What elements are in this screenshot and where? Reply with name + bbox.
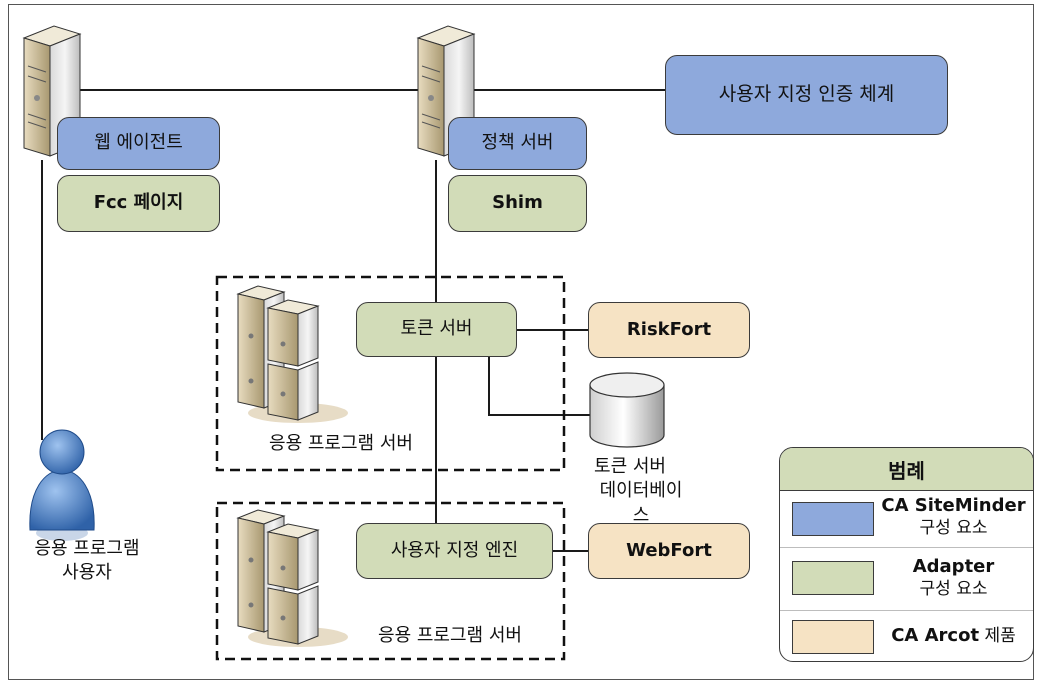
legend-item-siteminder: CA SiteMinder 구성 요소 [780, 490, 1033, 548]
app-user-label: 응용 프로그램 사용자 [12, 537, 162, 586]
legend-text-adapter: Adapter 구성 요소 [880, 555, 1027, 600]
legend-swatch-arcot [792, 620, 874, 654]
server-cluster-icon-2 [236, 509, 348, 647]
app-server-group-1 [215, 275, 566, 472]
legend-name-adapter: Adapter [912, 556, 995, 577]
token-server-box: 토큰 서버 [356, 302, 517, 357]
legend-sub-arcot: 제품 [984, 626, 1016, 646]
app-user-label-line2: 사용자 [62, 562, 112, 584]
app-user-label-line1: 응용 프로그램 [34, 538, 140, 559]
token-db-label: 토큰 서버 데이터베이스 [570, 455, 690, 528]
app-server-group-2 [215, 501, 566, 661]
legend-item-arcot: CA Arcot 제품 [780, 612, 1033, 661]
server-cluster-icon-1 [236, 285, 348, 423]
web-server-icon [22, 25, 82, 157]
fcc-page-box: Fcc 페이지 [57, 175, 220, 232]
legend-text-arcot: CA Arcot 제품 [880, 624, 1027, 647]
legend: 범례 CA SiteMinder 구성 요소 Adapter 구성 요소 CA … [779, 447, 1034, 662]
legend-swatch-adapter [792, 561, 874, 595]
webfort-box: WebFort [588, 523, 750, 579]
custom-engine-box: 사용자 지정 엔진 [356, 523, 553, 579]
token-db-label-line2: 데이터베이스 [599, 480, 683, 526]
legend-item-adapter: Adapter 구성 요소 [780, 549, 1033, 611]
legend-name-arcot: CA Arcot [891, 625, 980, 646]
app-server-label-1: 응용 프로그램 서버 [269, 433, 413, 454]
diagram-frame [8, 4, 1034, 680]
custom-auth-box: 사용자 지정 인증 체계 [665, 55, 948, 135]
legend-sub-siteminder: 구성 요소 [919, 518, 988, 539]
connector-lines [41, 89, 665, 552]
legend-swatch-siteminder [792, 502, 874, 536]
legend-text-siteminder: CA SiteMinder 구성 요소 [880, 494, 1027, 539]
legend-sub-adapter: 구성 요소 [919, 579, 988, 600]
web-agent-box: 웹 에이전트 [57, 117, 220, 170]
app-server-label-2: 응용 프로그램 서버 [378, 625, 522, 646]
shim-box: Shim [448, 175, 587, 232]
riskfort-box: RiskFort [588, 302, 750, 358]
legend-title: 범례 [780, 448, 1033, 491]
token-db-label-line1: 토큰 서버 [594, 456, 666, 477]
user-icon [29, 429, 95, 541]
database-icon [589, 372, 665, 448]
legend-name-siteminder: CA SiteMinder [881, 495, 1026, 516]
policy-server-box: 정책 서버 [448, 117, 587, 170]
